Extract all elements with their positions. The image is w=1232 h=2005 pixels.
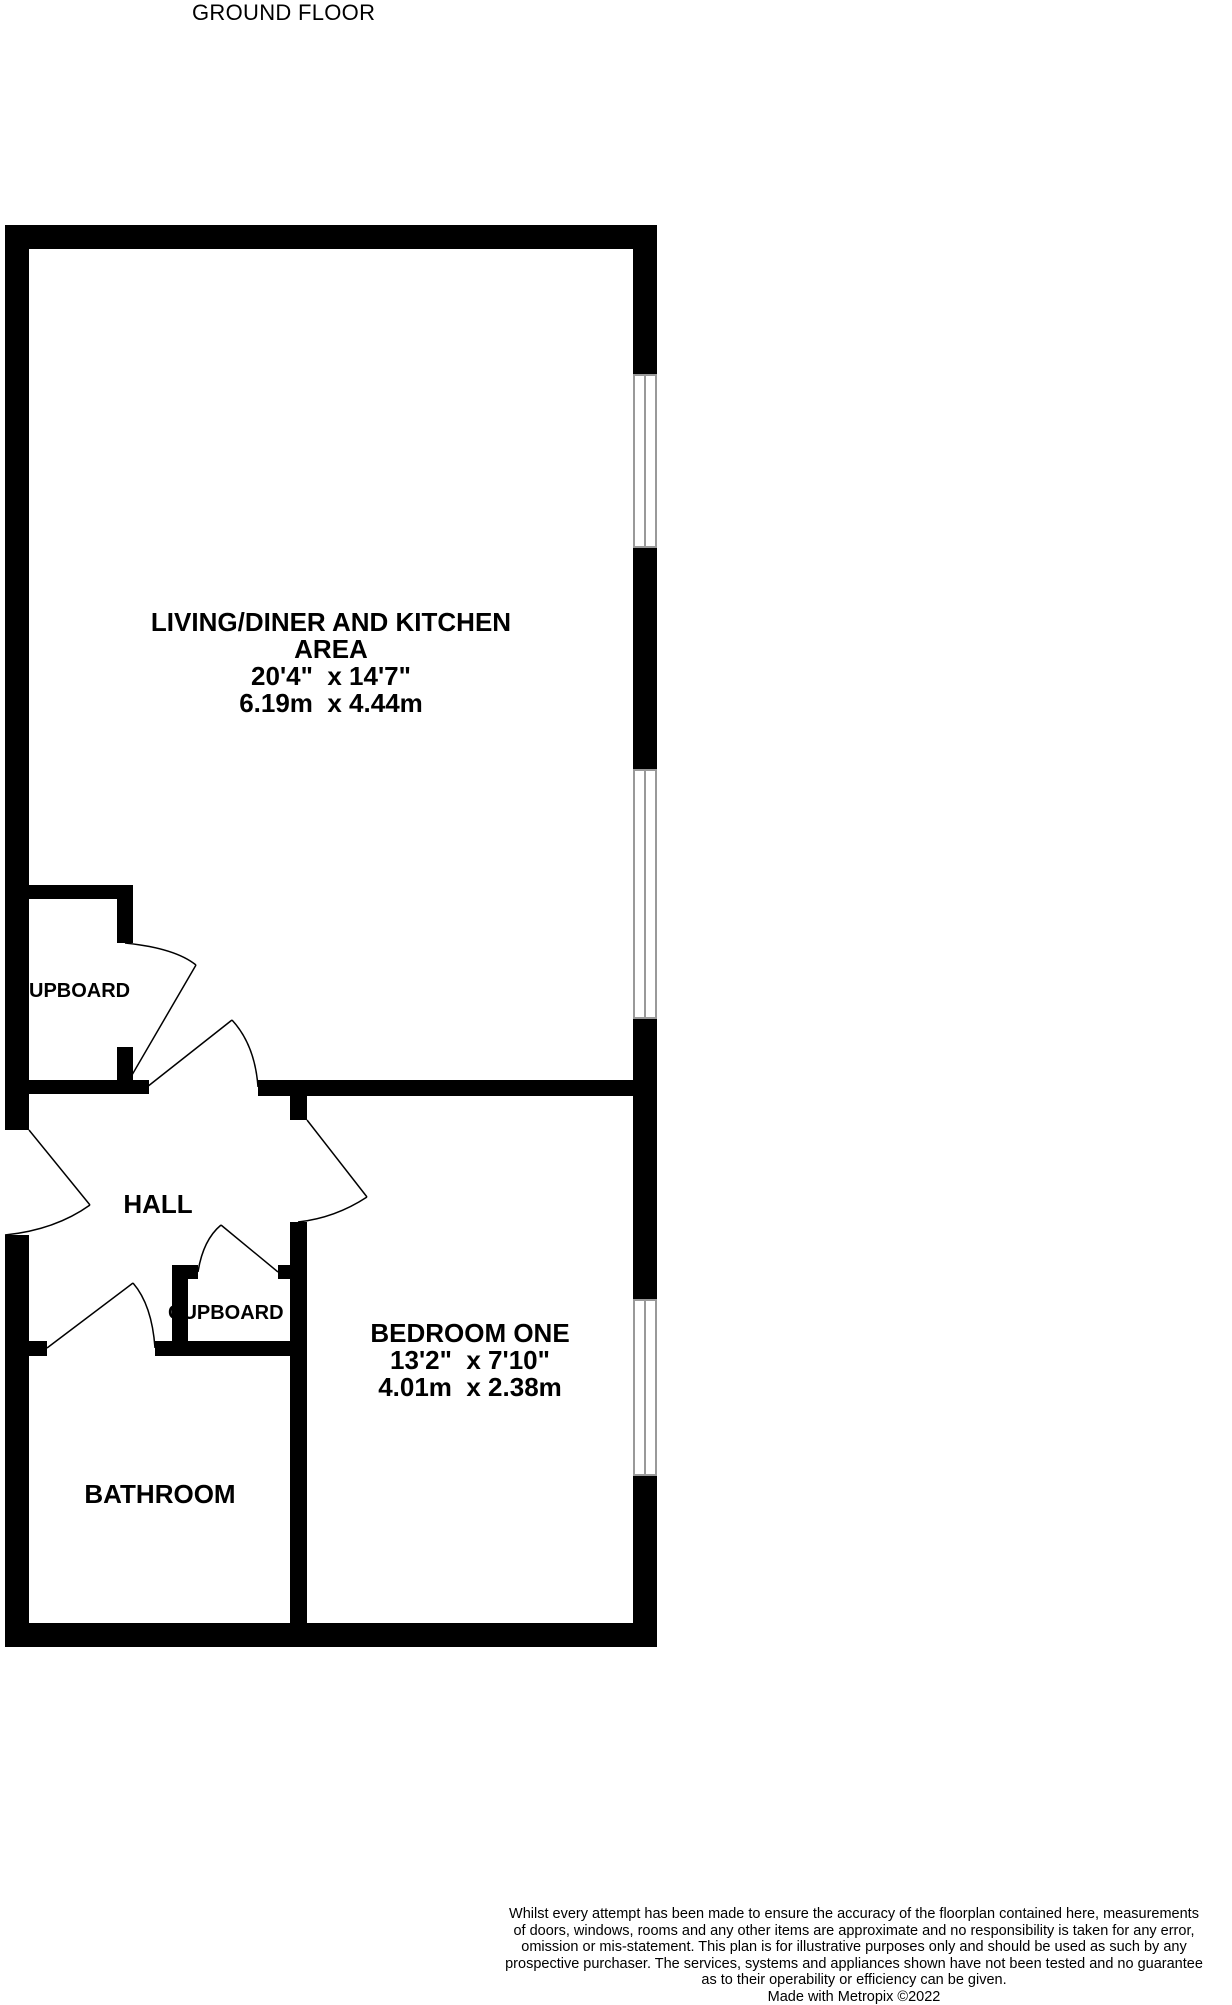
disclaimer-line: omission or mis-statement. This plan is … [484, 1939, 1224, 1956]
door-entrance [29, 1130, 90, 1205]
cupboard-lower-top-stub [172, 1265, 198, 1279]
wall-right-4 [633, 1475, 657, 1647]
hall-stub-right [290, 1094, 307, 1120]
room-dims-bedroom-metric: 4.01m x 2.38m [350, 1374, 590, 1401]
disclaimer-line: Whilst every attempt has been made to en… [484, 1906, 1224, 1923]
room-label-living: LIVING/DINER AND KITCHEN AREA 20'4" x 14… [112, 609, 550, 717]
bedroom-left-wall [290, 1222, 307, 1647]
wall-right-2 [633, 547, 657, 770]
room-label-cupboard-lower: CUPBOARD [168, 1302, 284, 1324]
room-name-bedroom: BEDROOM ONE [350, 1320, 590, 1347]
room-dims-living-imperial: 20'4" x 14'7" [112, 663, 550, 690]
bathroom-top-stub [29, 1341, 47, 1356]
wall-right-1 [633, 225, 657, 375]
wall-right-3 [633, 1018, 657, 1300]
room-dims-living-metric: 6.19m x 4.44m [112, 690, 550, 717]
room-label-bedroom: BEDROOM ONE 13'2" x 7'10" 4.01m x 2.38m [350, 1320, 590, 1401]
room-dims-bedroom-imperial: 13'2" x 7'10" [350, 1347, 590, 1374]
door-cupboard-lower [221, 1225, 278, 1272]
door-bathroom [47, 1283, 133, 1348]
cupboard-upper-right-wall [117, 885, 133, 943]
room-label-bathroom: BATHROOM [60, 1481, 260, 1508]
disclaimer: Whilst every attempt has been made to en… [484, 1906, 1224, 2005]
room-name-living-line2: AREA [112, 636, 550, 663]
cupboard-lower-bottom-wall [155, 1341, 307, 1356]
exterior-walls [5, 225, 657, 1647]
door-living [147, 1020, 232, 1087]
door-bedroom [307, 1120, 367, 1197]
room-label-hall: HALL [98, 1191, 218, 1218]
partition-living-bedroom [258, 1080, 633, 1096]
room-name-living-line1: LIVING/DINER AND KITCHEN [112, 609, 550, 636]
disclaimer-line: of doors, windows, rooms and any other i… [484, 1923, 1224, 1940]
disclaimer-line: as to their operability or efficiency ca… [484, 1972, 1224, 1989]
wall-left-lower [5, 1235, 29, 1647]
windows [634, 375, 656, 1475]
wall-bottom [5, 1623, 657, 1647]
room-label-cupboard-upper: UPBOARD [29, 980, 130, 1002]
wall-top [5, 225, 657, 249]
door-cupboard-upper [125, 965, 196, 1087]
wall-left-upper [5, 225, 29, 1130]
cupboard-lower-right-stub [278, 1265, 290, 1279]
cupboard-upper-bottom-wall [29, 1080, 149, 1094]
disclaimer-credit: Made with Metropix ©2022 [484, 1989, 1224, 2005]
disclaimer-line: prospective purchaser. The services, sys… [484, 1956, 1224, 1973]
